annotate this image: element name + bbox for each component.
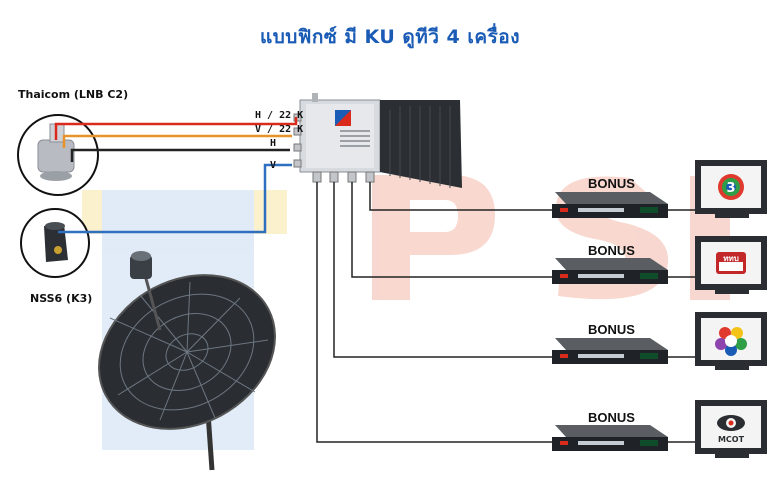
wire-h [70, 148, 290, 162]
receiver-cables [316, 182, 695, 443]
receiver-1-icon [552, 192, 668, 218]
wire-v [58, 163, 292, 234]
satellite-dish-icon [98, 251, 276, 471]
wire-h-22k [54, 117, 298, 140]
tv-2-icon: ททบ [695, 236, 767, 294]
input-label-h-22k: H / 22 K [255, 110, 304, 121]
channel-7-logo [715, 327, 747, 356]
channel-tnn-logo: ททบ [716, 252, 746, 274]
thaicom-lnb-label: Thaicom (LNB C2) [18, 88, 129, 101]
input-label-h: H [270, 138, 277, 149]
input-label-v: V [270, 160, 277, 171]
receiver-3-label: BONUS [588, 322, 635, 337]
cable-receiver-3 [333, 182, 552, 358]
mcot-logo: MCOT [717, 415, 745, 444]
page-title: แบบฟิกซ์ มี KU ดูทีวี 4 เครื่อง [260, 26, 520, 48]
channel-3-logo: 3 [718, 174, 744, 200]
tv-1-icon: 3 [695, 160, 767, 218]
input-label-v-22k: V / 22 K [255, 124, 304, 135]
receiver-4-label: BONUS [588, 410, 635, 425]
nss6-lnb-icon [20, 208, 90, 278]
watermark-letter-p [372, 175, 495, 300]
nss6-lnb-label: NSS6 (K3) [30, 292, 93, 305]
lnb-cables [54, 117, 298, 234]
receiver-3-icon [552, 338, 668, 364]
cable-receiver-2 [351, 182, 552, 278]
tv-3-icon [695, 312, 767, 370]
receiver-2-icon [552, 258, 668, 284]
receiver-4-icon [552, 425, 668, 451]
multiswitch-icon [293, 93, 462, 188]
channel-tnn-text: ททบ [723, 254, 739, 263]
cable-receiver-4 [316, 182, 552, 443]
receiver-1-label: BONUS [588, 176, 635, 191]
wire-v-22k [62, 134, 292, 148]
mcot-text: MCOT [718, 435, 745, 444]
receiver-2-label: BONUS [588, 243, 635, 258]
thaicom-lnb-icon [17, 114, 99, 196]
cable-receiver-1 [369, 182, 552, 211]
channel-3-number: 3 [726, 181, 735, 196]
tv-4-icon: MCOT [695, 400, 767, 458]
